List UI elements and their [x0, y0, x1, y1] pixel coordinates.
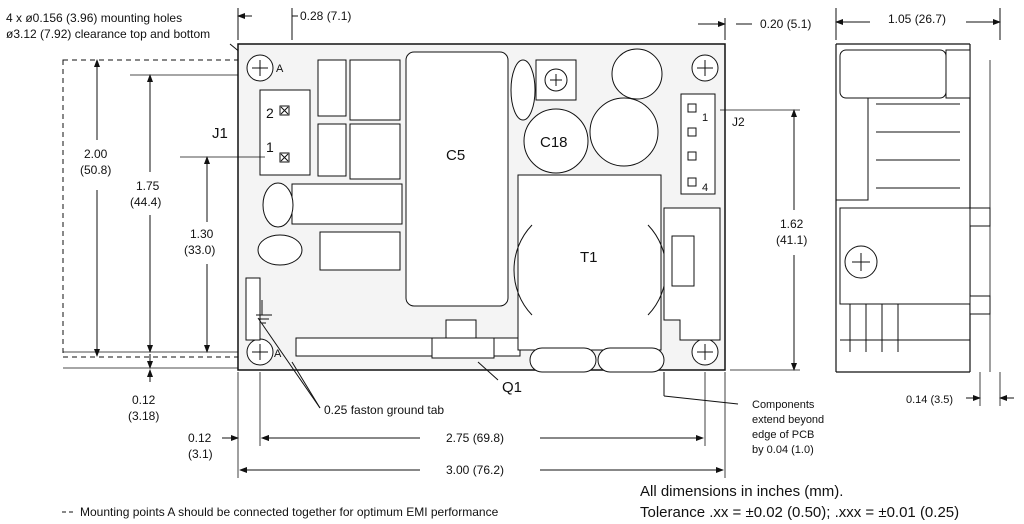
pcb-front-view: A A 2 1 J1	[62, 43, 745, 396]
dim-200-text: 2.00	[84, 147, 108, 161]
j1-pin2-label: 2	[266, 105, 274, 121]
dimension-bottom-300: 3.00 (76.2)	[239, 372, 726, 478]
capacitor-oval	[529, 347, 597, 373]
capacitor-small	[317, 123, 347, 177]
c5-label: C5	[446, 147, 465, 164]
faston-callout: 0.25 faston ground tab	[257, 317, 444, 417]
t1-label: T1	[580, 249, 598, 266]
dim-130-mm-text: (33.0)	[184, 243, 215, 257]
dim-275-text: 2.75 (69.8)	[446, 431, 504, 445]
dimension-height-200: 2.00 (50.8)	[80, 59, 111, 357]
dim-014-text: 0.14 (3.5)	[906, 394, 953, 406]
capacitor-small	[349, 123, 401, 180]
capacitor-oval	[597, 347, 665, 373]
inductor-coil	[257, 234, 303, 266]
dimension-side-014: 0.14 (3.5)	[906, 372, 1014, 406]
components-text-3: edge of PCB	[752, 429, 814, 441]
dim-175-mm-text: (44.4)	[130, 195, 161, 209]
side-capacitor	[839, 49, 947, 99]
transformer-t1	[517, 174, 662, 351]
dim-020-text: 0.20 (5.1)	[760, 17, 811, 31]
j2-label: J2	[732, 115, 745, 129]
capacitor-round	[589, 97, 659, 167]
j1-pin1-label: 1	[266, 139, 274, 155]
capacitor-c5	[405, 51, 509, 307]
dimension-height-162: 1.62 (41.1)	[720, 109, 807, 371]
dim-012-mm-text: (3.18)	[128, 409, 159, 423]
all-dimensions-text: All dimensions in inches (mm).	[640, 483, 843, 500]
j2-pin4-label: 4	[702, 182, 708, 194]
resistor-block	[319, 231, 401, 271]
dim-012c-mm-text: (3.1)	[188, 447, 213, 461]
resistor-block	[291, 183, 403, 225]
components-callout: Components extend beyond edge of PCB by …	[663, 372, 824, 456]
dim-162-text: 1.62	[780, 217, 804, 231]
dimension-bottom-275: 2.75 (69.8)	[261, 372, 706, 446]
dimension-top-020: 0.20 (5.1)	[698, 17, 811, 40]
ground-symbol	[256, 300, 272, 324]
dim-012-text: 0.12	[132, 393, 156, 407]
connector-j1	[259, 89, 311, 176]
j2-pin1-label: 1	[702, 112, 708, 124]
dim-105-text: 1.05 (26.7)	[888, 12, 946, 26]
mounting-hole-bottom-right	[691, 338, 719, 366]
inductor-coil	[262, 182, 294, 228]
components-text-4: by 0.04 (1.0)	[752, 444, 814, 456]
dimension-height-130: 1.30 (33.0)	[180, 156, 265, 353]
mounting-hole-top-left	[246, 54, 274, 82]
capacitor-round	[611, 48, 663, 100]
dim-162-mm-text: (41.1)	[776, 233, 807, 247]
components-text-2: extend beyond	[752, 414, 824, 426]
transistor-q1	[431, 337, 495, 359]
dim-175-text: 1.75	[136, 179, 160, 193]
q1-label: Q1	[502, 379, 522, 396]
capacitor-c18	[523, 108, 589, 174]
components-text-1: Components	[752, 399, 815, 411]
dim-028-text: 0.28 (7.1)	[300, 9, 351, 23]
mounting-point-a-label: A	[274, 348, 282, 360]
dim-200-mm-text: (50.8)	[80, 163, 111, 177]
dim-130-text: 1.30	[190, 227, 214, 241]
capacitor-small	[317, 59, 347, 117]
mounting-hole-top-right	[691, 54, 719, 82]
pcb-side-view	[835, 43, 991, 373]
emi-note: Mounting points A should be connected to…	[62, 505, 499, 519]
connector-j2	[680, 93, 716, 195]
ground-tab-component	[245, 277, 261, 341]
dimension-height-175: 1.75 (44.4)	[130, 74, 238, 353]
mounting-hole-bottom-left	[246, 338, 274, 366]
mounting-holes-note: 4 x ø0.156 (3.96) mounting holes ø3.12 (…	[6, 11, 253, 63]
j1-label: J1	[212, 125, 228, 142]
dim-012c-text: 0.12	[188, 431, 212, 445]
tolerance-text: Tolerance .xx = ±0.02 (0.50); .xxx = ±0.…	[640, 504, 959, 521]
mounting-holes-text: 4 x ø0.156 (3.96) mounting holes	[6, 11, 182, 25]
capacitor-small	[349, 59, 401, 121]
faston-text: 0.25 faston ground tab	[324, 403, 444, 417]
emi-note-text: Mounting points A should be connected to…	[80, 505, 499, 519]
clearance-text: ø3.12 (7.92) clearance top and bottom	[6, 27, 210, 41]
dimension-bottom-012: 0.12 (3.18)	[63, 354, 238, 423]
mounting-point-a-label: A	[276, 63, 284, 75]
c18-label: C18	[540, 134, 568, 151]
dimension-top-105: 1.05 (26.7)	[835, 8, 1001, 40]
dimension-top-028: 0.28 (7.1)	[237, 8, 351, 40]
dim-300-text: 3.00 (76.2)	[446, 463, 504, 477]
capacitor-oval	[510, 59, 536, 121]
dimension-bottom-012-side: 0.12 (3.1)	[188, 372, 276, 478]
